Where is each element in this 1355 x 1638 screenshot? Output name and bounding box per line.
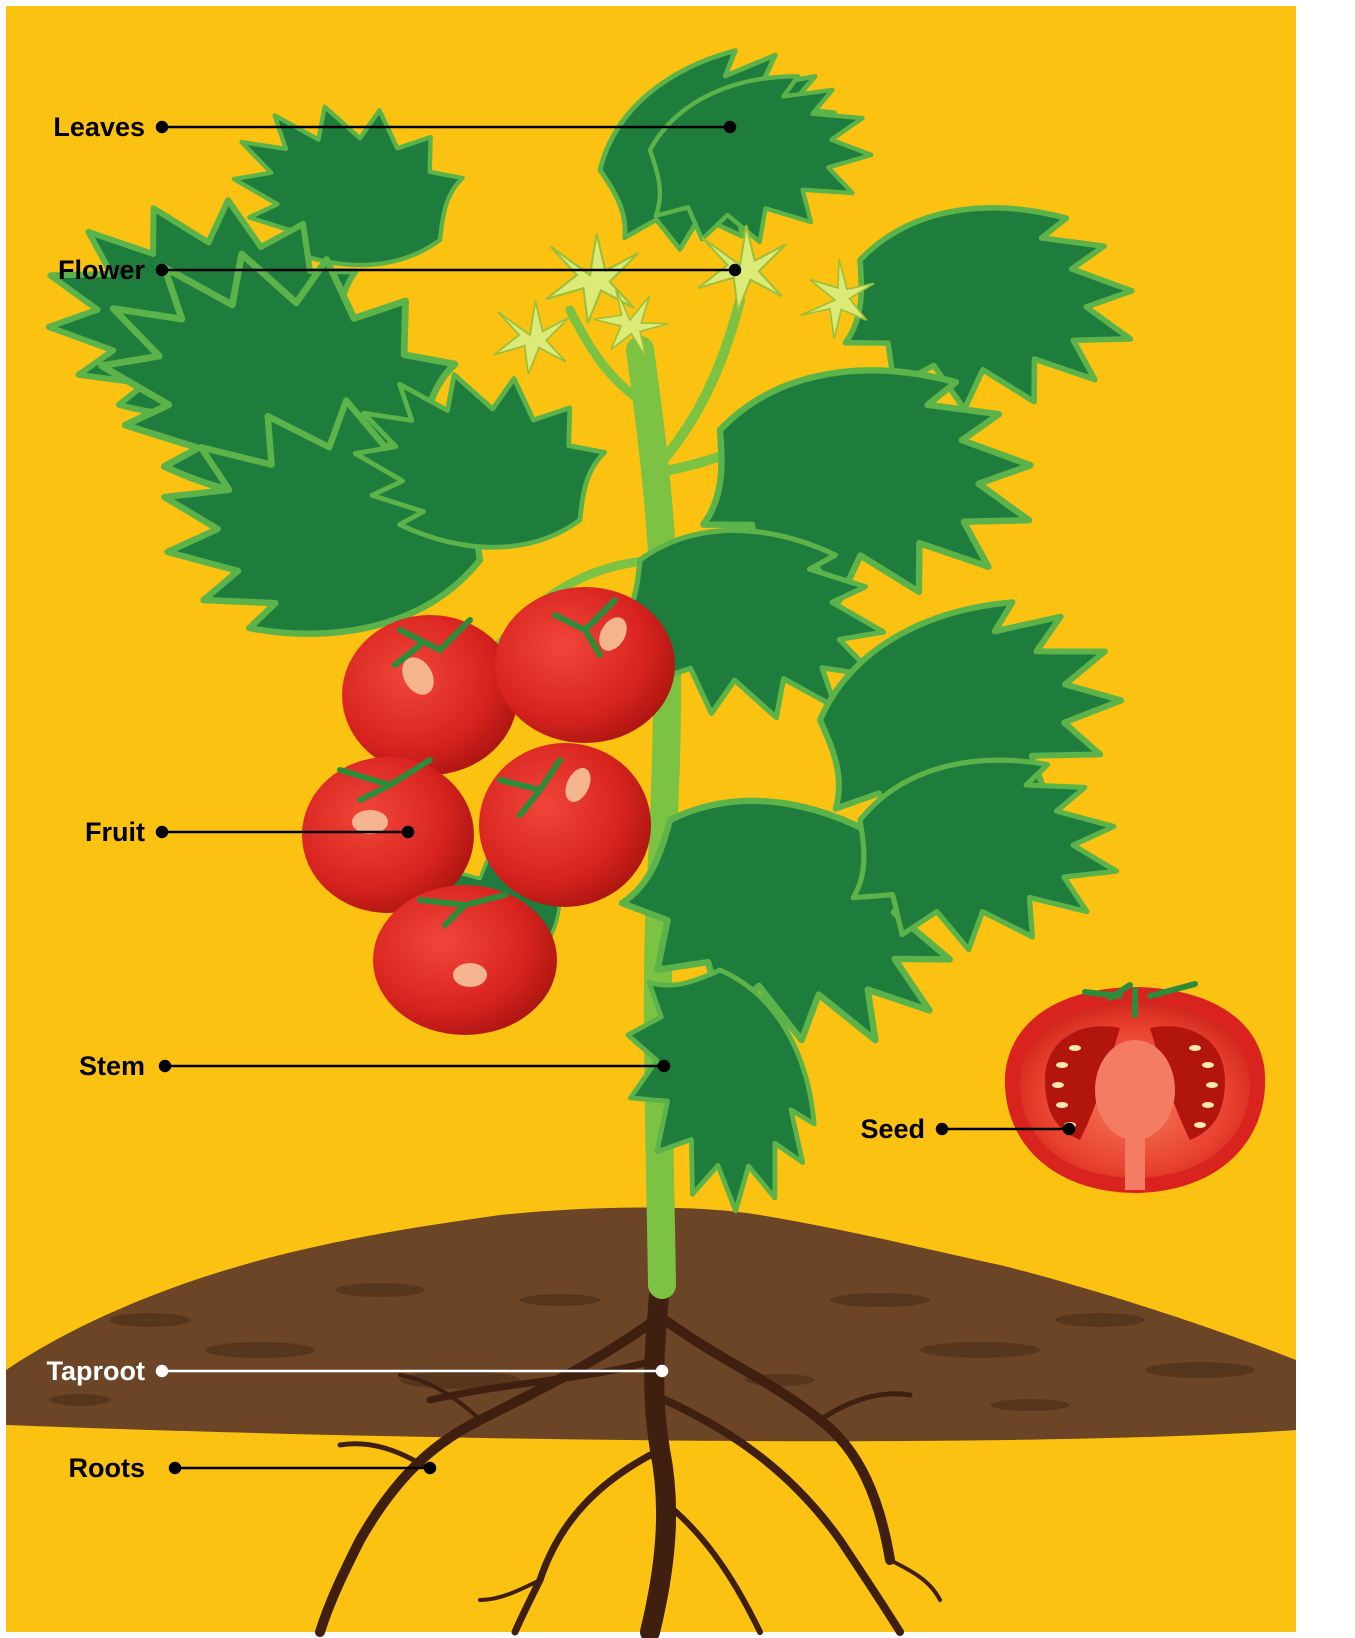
label-seed: Seed xyxy=(860,1114,925,1144)
tomato-cross-section xyxy=(1005,984,1265,1193)
label-stem: Stem xyxy=(79,1051,145,1081)
label-roots: Roots xyxy=(69,1453,146,1483)
label-flower: Flower xyxy=(58,255,146,285)
label-fruit: Fruit xyxy=(85,817,145,847)
label-taproot: Taproot xyxy=(47,1356,145,1386)
label-leaves: Leaves xyxy=(53,112,145,142)
